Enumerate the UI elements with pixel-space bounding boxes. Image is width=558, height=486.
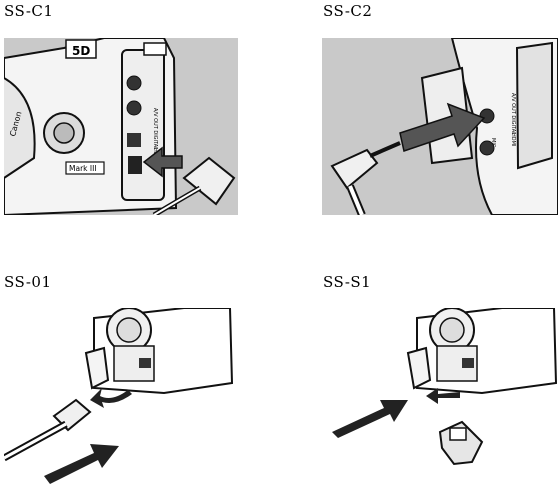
port-label-mic: MIC <box>490 138 496 148</box>
port-label-hdmi: HDMI <box>510 133 516 146</box>
illustration-ss-s1 <box>322 308 558 484</box>
figure-label-ss-s1: SS-S1 <box>323 273 372 291</box>
model-badge-text: 5D <box>72 44 90 58</box>
hdmi-protector-illustration <box>4 308 234 484</box>
mark-badge-text: Mark III <box>69 164 97 173</box>
port-cap-illustration <box>332 308 558 466</box>
camera-hdmi-cable-illustration: 5D Canon Mark III A/V OUT DIGITAL HDMI <box>4 38 238 215</box>
illustration-ss-01 <box>4 308 238 484</box>
figure-label-ss-01: SS-01 <box>4 273 52 291</box>
illustration-ss-c2: A/V OUT DIGITAL HDMI MIC <box>322 38 558 215</box>
figure-label-ss-c1: SS-C1 <box>4 2 54 20</box>
figure-label-ss-c2: SS-C2 <box>323 2 373 20</box>
camera-mic-jack-illustration: A/V OUT DIGITAL HDMI MIC <box>322 38 558 215</box>
port-label-av-out: A/V OUT DIGITAL <box>510 93 516 135</box>
port-label-av-out: A/V OUT DIGITAL <box>152 108 158 150</box>
illustration-ss-c1: 5D Canon Mark III A/V OUT DIGITAL HDMI <box>4 38 238 215</box>
